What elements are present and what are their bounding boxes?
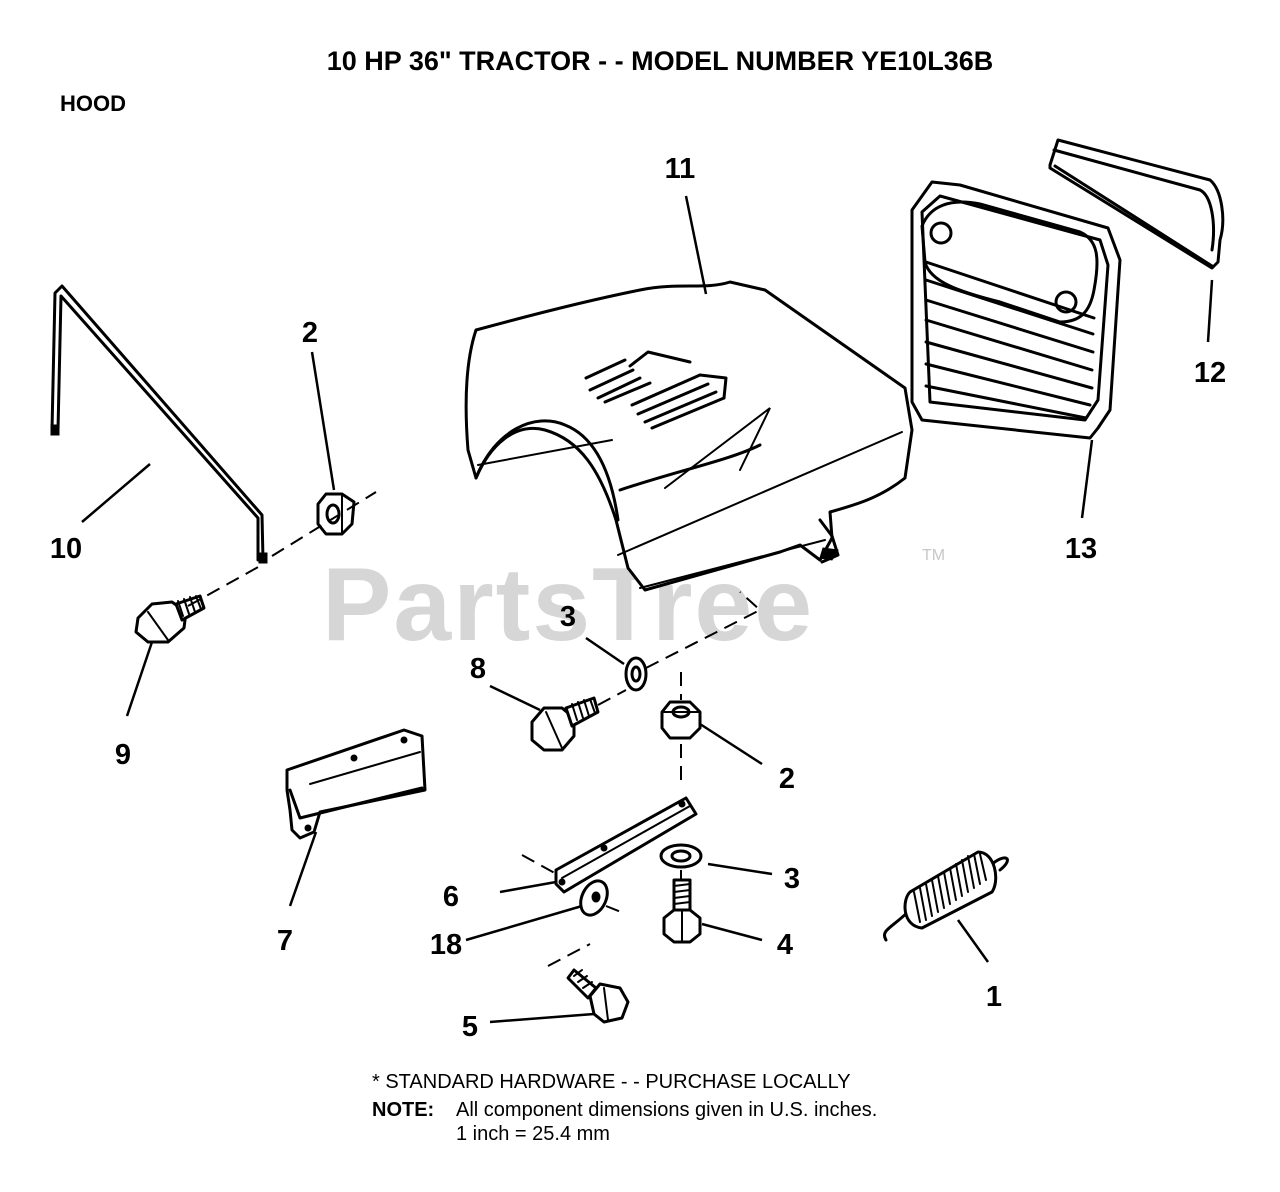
part-3-washer-lower <box>659 843 703 869</box>
callout-3-upper: 3 <box>560 601 576 633</box>
callout-13: 13 <box>1065 533 1097 565</box>
part-18-washer <box>579 879 609 917</box>
part-4-bolt <box>662 878 702 944</box>
assembly-lines <box>187 491 762 967</box>
part-11-hood <box>464 280 914 592</box>
watermark-trademark: TM <box>922 547 945 564</box>
callout-18: 18 <box>430 929 462 961</box>
callout-3-lower: 3 <box>784 863 800 895</box>
conversion-note: 1 inch = 25.4 mm <box>456 1123 610 1145</box>
part-1-spring <box>883 850 1009 942</box>
callout-11: 11 <box>665 153 696 185</box>
part-6-strap <box>554 796 698 894</box>
callout-6: 6 <box>443 881 459 913</box>
leader-lines <box>81 195 1214 1024</box>
callout-2-lower: 2 <box>779 763 795 795</box>
note-text: All component dimensions given in U.S. i… <box>456 1099 877 1121</box>
callout-2-upper: 2 <box>302 317 318 349</box>
part-3-washer-upper <box>624 656 648 692</box>
section-label: HOOD <box>60 91 126 116</box>
callout-5: 5 <box>462 1011 478 1043</box>
part-10-hood-rod <box>50 284 268 564</box>
callout-9: 9 <box>115 739 131 771</box>
callout-12: 12 <box>1194 357 1226 389</box>
callout-8: 8 <box>470 653 486 685</box>
part-2-nut-upper <box>316 492 356 536</box>
note-label: NOTE: <box>372 1099 434 1121</box>
part-8-bolt <box>530 696 600 752</box>
standard-hardware-note: * STANDARD HARDWARE - - PURCHASE LOCALLY <box>372 1071 851 1093</box>
part-7-bracket <box>285 728 427 840</box>
part-12-trim-panel <box>1048 138 1225 270</box>
callout-10: 10 <box>50 533 82 565</box>
part-5-bolt <box>566 968 630 1024</box>
part-13-grille <box>910 180 1122 440</box>
hood-vents <box>584 350 728 430</box>
callout-7: 7 <box>277 925 293 957</box>
callout-1: 1 <box>986 981 1002 1013</box>
diagram-title: 10 HP 36" TRACTOR - - MODEL NUMBER YE10L… <box>327 46 993 76</box>
spring-coils <box>913 853 987 923</box>
callouts: 11 12 13 2 10 9 3 8 2 3 6 7 18 4 5 1 <box>50 153 1226 1043</box>
part-2-nut-lower <box>660 700 702 740</box>
footer-notes: * STANDARD HARDWARE - - PURCHASE LOCALLY… <box>372 1071 877 1145</box>
callout-4: 4 <box>777 929 793 961</box>
